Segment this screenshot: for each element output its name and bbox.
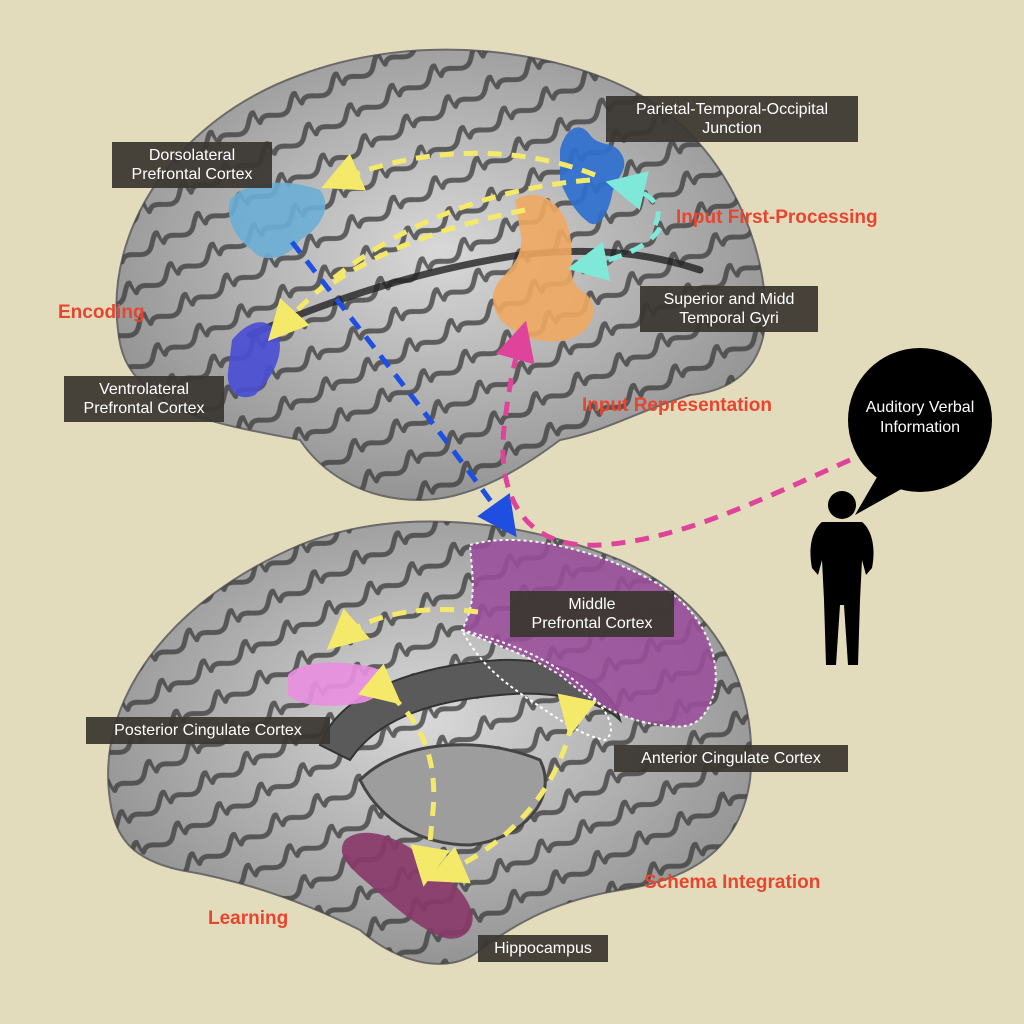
arrow-dlpfc-to-mpfc xyxy=(290,240,517,538)
label-mpfc: Middle Prefrontal Cortex xyxy=(510,591,674,637)
arrow-cyan-lower xyxy=(567,226,663,282)
label-acc: Anterior Cingulate Cortex xyxy=(614,745,848,772)
arrow-auditory-to-smtg xyxy=(496,320,852,548)
arrows xyxy=(267,150,852,887)
process-input-first-processing: Input First-Processing xyxy=(676,207,878,228)
label-vlpfc: Ventrolateral Prefrontal Cortex xyxy=(64,376,224,422)
process-input-representation: Input Representation xyxy=(582,395,773,416)
speech-bubble xyxy=(848,348,992,515)
person-silhouette xyxy=(810,491,874,665)
pcc-region xyxy=(288,662,385,706)
arrow-smtg-to-vlpfc xyxy=(328,207,526,288)
smtg-region xyxy=(493,194,594,342)
process-encoding: Encoding xyxy=(58,302,145,323)
label-ptoj: Parietal-Temporal-Occipital Junction xyxy=(606,96,858,142)
label-dlpfc: Dorsolateral Prefrontal Cortex xyxy=(112,142,272,188)
dlpfc-region xyxy=(228,182,326,259)
arrow-cyan-upper xyxy=(605,171,661,227)
label-hippocampus: Hippocampus xyxy=(478,935,608,962)
acc-region-outline xyxy=(460,628,612,742)
arrow-ptoj-to-dlpfc xyxy=(321,150,596,191)
process-learning: Learning xyxy=(208,908,289,929)
sylvian-fissure xyxy=(246,247,704,339)
speech-bubble-text: Auditory Verbal Information xyxy=(865,399,975,436)
label-smtg: Superior and Midd Temporal Gyri xyxy=(640,286,818,332)
process-schema-integration: Schema Integration xyxy=(644,872,821,893)
arrow-acc-hippocampus xyxy=(426,693,597,884)
arrow-mpfc-to-pcc xyxy=(326,606,479,650)
vlpfc-region xyxy=(227,322,280,398)
label-pcc: Posterior Cingulate Cortex xyxy=(86,717,330,744)
arrow-ptoj-to-vlpfc xyxy=(267,177,591,342)
